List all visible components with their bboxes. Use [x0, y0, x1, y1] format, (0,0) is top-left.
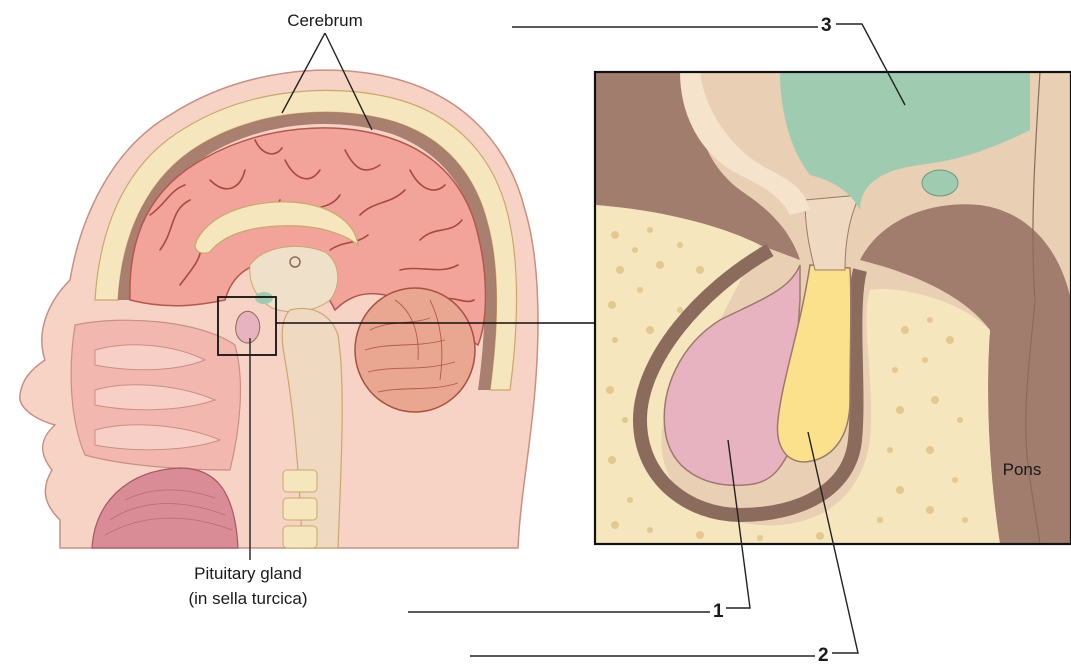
- blank-3-number: 3: [821, 15, 832, 36]
- cerebellum: [355, 288, 475, 412]
- nasal-conchae: [95, 345, 220, 450]
- optic-chiasm: [922, 170, 958, 196]
- pituitary-label-line2: (in sella turcica): [188, 589, 307, 608]
- blank-2-number: 2: [818, 645, 829, 666]
- pons-label: Pons: [1003, 460, 1042, 479]
- pituitary-gland-small: [236, 311, 260, 343]
- cerebrum-label: Cerebrum: [287, 11, 363, 30]
- head-sagittal-section: [20, 70, 538, 548]
- pituitary-inset: [595, 72, 1071, 544]
- hypothalamus-small: [255, 292, 273, 304]
- blank-1-number: 1: [713, 601, 724, 622]
- pituitary-label-line1: Pituitary gland: [194, 564, 302, 583]
- vertebrae: [283, 470, 317, 548]
